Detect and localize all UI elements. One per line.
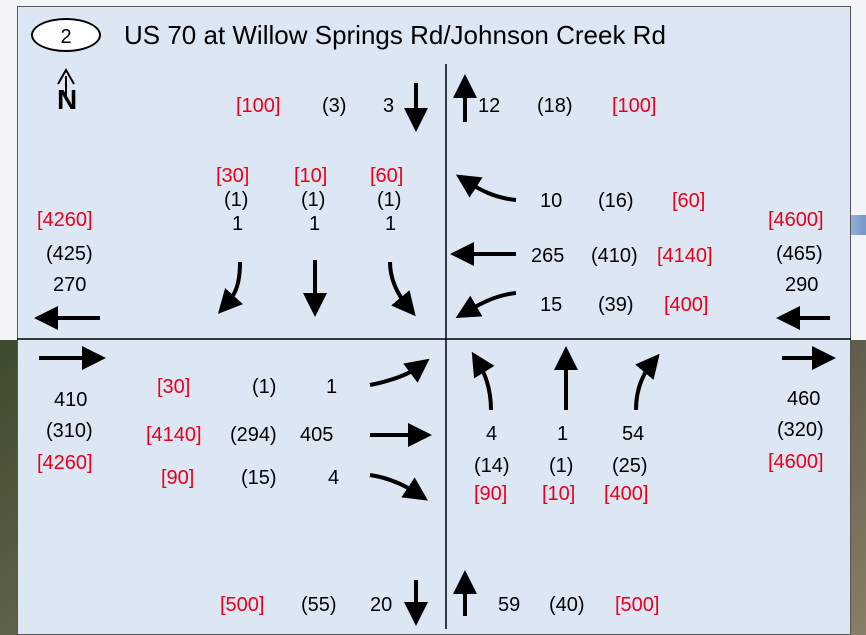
eb-approach-bracket: [4260] (37, 452, 93, 474)
nb-exit-bracket: [100] (612, 95, 657, 117)
sb-left-value: 1 (385, 213, 397, 235)
nb-exit-paren: (18) (537, 95, 573, 117)
wb-approach-paren: (465) (776, 243, 823, 265)
sb-out-value: 20 (370, 594, 393, 616)
nb-in-bracket: [500] (615, 594, 660, 616)
eb-exit-paren: (320) (777, 419, 824, 441)
wb-through-paren: (410) (591, 245, 638, 267)
site-number-badge: 2 (31, 18, 101, 52)
sb-exit-bracket: [100] (236, 95, 281, 117)
nb-left-paren: (14) (474, 455, 510, 477)
sb-left-bracket: [60] (370, 165, 404, 187)
sb-right-value: 1 (232, 213, 244, 235)
northbound-left-arrow (471, 351, 495, 411)
nb-left-bracket: [90] (474, 483, 508, 505)
nb-right-paren: (25) (612, 455, 648, 477)
nb-in-value: 59 (498, 594, 521, 616)
eb-right-paren: (15) (241, 467, 277, 489)
sb-out-bracket: [500] (220, 594, 265, 616)
eb-through-value: 405 (300, 424, 334, 446)
westbound-left-arrow (455, 174, 517, 202)
sb-exit-value: 3 (383, 95, 395, 117)
sb-exit-paren: (3) (322, 95, 347, 117)
nb-in-paren: (40) (549, 594, 585, 616)
wb-exit-bracket: [4260] (37, 209, 93, 231)
westbound-right-arrow (455, 291, 517, 319)
north-arrow-icon (57, 67, 75, 100)
eb-exit-value: 460 (787, 388, 821, 410)
eastbound-right-arrow (369, 473, 428, 501)
north-label: N (57, 84, 78, 115)
sb-through-value: 1 (309, 213, 321, 235)
sb-right-paren: (1) (224, 189, 249, 211)
southbound-right-arrow (217, 261, 243, 314)
nb-through-paren: (1) (549, 455, 574, 477)
eb-exit-bracket: [4600] (768, 451, 824, 473)
eb-left-value: 1 (326, 376, 338, 398)
sb-through-paren: (1) (301, 189, 326, 211)
southbound-left-arrow (388, 261, 416, 317)
eb-right-bracket: [90] (161, 467, 195, 489)
eb-through-paren: (294) (230, 424, 277, 446)
eb-approach-paren: (310) (46, 420, 93, 442)
wb-exit-value: 270 (53, 274, 87, 296)
eb-left-paren: (1) (252, 376, 277, 398)
wb-left-paren: (16) (598, 190, 634, 212)
wb-right-bracket: [400] (664, 294, 709, 316)
wb-right-paren: (39) (598, 294, 634, 316)
nb-through-value: 1 (557, 423, 569, 445)
sb-right-bracket: [30] (216, 165, 250, 187)
wb-right-value: 15 (540, 294, 563, 316)
wb-approach-value: 290 (785, 274, 819, 296)
wb-through-value: 265 (531, 245, 565, 267)
wb-approach-bracket: [4600] (768, 209, 824, 231)
sb-through-bracket: [10] (294, 165, 328, 187)
nb-right-bracket: [400] (604, 483, 649, 505)
northbound-right-arrow (634, 353, 660, 411)
wb-through-bracket: [4140] (657, 245, 713, 267)
eb-through-bracket: [4140] (146, 424, 202, 446)
nb-right-value: 54 (622, 423, 645, 445)
eb-right-value: 4 (328, 467, 340, 489)
sb-out-paren: (55) (301, 594, 337, 616)
nb-left-value: 4 (486, 423, 498, 445)
eastbound-left-arrow (369, 358, 430, 387)
turning-movement-diagram (17, 6, 851, 635)
eb-approach-value: 410 (54, 389, 88, 411)
nb-through-bracket: [10] (542, 483, 576, 505)
eb-left-bracket: [30] (157, 376, 191, 398)
wb-left-bracket: [60] (672, 190, 706, 212)
wb-exit-paren: (425) (46, 243, 93, 265)
diagram-title: US 70 at Willow Springs Rd/Johnson Creek… (124, 20, 666, 50)
wb-left-value: 10 (540, 190, 563, 212)
nb-exit-value: 12 (478, 95, 501, 117)
sb-left-paren: (1) (377, 189, 402, 211)
